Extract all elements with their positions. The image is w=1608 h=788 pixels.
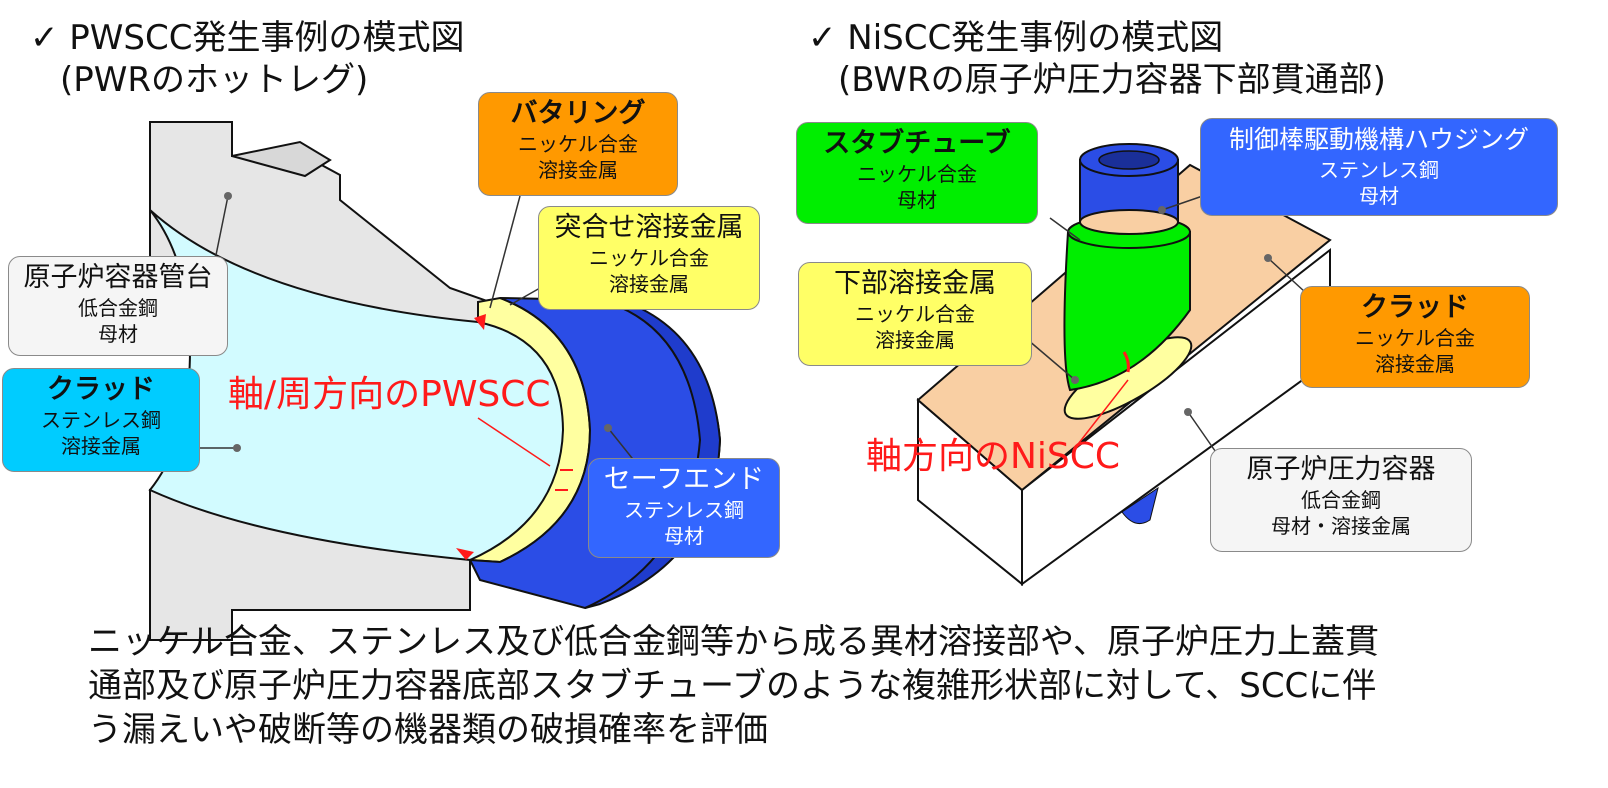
- label-crd-housing-heading: 制御棒駆動機構ハウジング: [1228, 125, 1529, 154]
- label-crd-housing-line2: 母材: [1359, 184, 1399, 208]
- label-buttering: バタリング ニッケル合金 溶接金属: [478, 92, 678, 196]
- label-stub-tube-line1: ニッケル合金: [857, 162, 977, 186]
- label-buttering-heading: バタリング: [510, 98, 646, 129]
- label-nozzle-line2: 母材: [98, 322, 138, 346]
- label-nozzle: 原子炉容器管台 低合金鋼 母材: [8, 256, 228, 356]
- stub-tube: [1063, 231, 1191, 392]
- label-right-clad-heading: クラッド: [1361, 292, 1469, 323]
- right-crack-callout: 軸方向のNiSCC: [866, 436, 1121, 477]
- summary-line2: 通部及び原子炉圧力容器底部スタブチューブのような複雑形状部に対して、SCCに伴: [88, 666, 1377, 706]
- label-right-clad-line1: ニッケル合金: [1355, 326, 1475, 350]
- nozzle-upper-face: [231, 140, 332, 178]
- label-right-clad: クラッド ニッケル合金 溶接金属: [1300, 286, 1530, 388]
- label-lower-weld-line1: ニッケル合金: [855, 302, 975, 326]
- crd-housing-bore: [1098, 150, 1160, 170]
- label-butt-weld-line2: 溶接金属: [609, 272, 689, 296]
- label-crd-housing: 制御棒駆動機構ハウジング ステンレス鋼 母材: [1200, 118, 1558, 216]
- label-nozzle-line1: 低合金鋼: [78, 296, 158, 320]
- right-title-line1: ✓ NiSCC発生事例の模式図: [808, 18, 1224, 58]
- label-butt-weld-line1: ニッケル合金: [589, 246, 709, 270]
- label-left-clad: クラッド ステンレス鋼 溶接金属: [2, 368, 200, 472]
- left-title-line2: (PWRのホットレグ): [60, 60, 369, 100]
- crd-housing-peach-ring: [1079, 209, 1179, 235]
- summary-line3: う漏えいや破断等の機器類の破損確率を評価: [88, 710, 768, 750]
- label-lower-weld-heading: 下部溶接金属: [834, 268, 996, 299]
- left-crack-callout: 軸/周方向のPWSCC: [228, 374, 551, 415]
- label-stub-tube-heading: スタブチューブ: [823, 128, 1011, 159]
- crack-mark-lower: [456, 548, 474, 560]
- label-safe-end-line1: ステンレス鋼: [624, 498, 744, 522]
- label-right-clad-line2: 溶接金属: [1375, 352, 1455, 376]
- label-buttering-line1: ニッケル合金: [518, 132, 638, 156]
- label-left-clad-line2: 溶接金属: [61, 434, 141, 458]
- crack-mark-ring: [555, 469, 573, 491]
- label-left-clad-heading: クラッド: [47, 374, 155, 405]
- label-lower-weld-line2: 溶接金属: [875, 328, 955, 352]
- label-left-clad-line1: ステンレス鋼: [41, 408, 161, 432]
- label-rpv-heading: 原子炉圧力容器: [1246, 454, 1436, 485]
- left-leader-lines: [200, 195, 641, 469]
- left-title-line1: ✓ PWSCC発生事例の模式図: [30, 18, 465, 58]
- label-rpv-line1: 低合金鋼: [1301, 488, 1381, 512]
- summary-line1: ニッケル合金、ステンレス及び低合金鋼等から成る異材溶接部や、原子炉圧力上蓋貫: [88, 622, 1379, 662]
- label-lower-weld: 下部溶接金属 ニッケル合金 溶接金属: [798, 262, 1032, 366]
- label-butt-weld: 突合せ溶接金属 ニッケル合金 溶接金属: [538, 206, 760, 310]
- label-buttering-line2: 溶接金属: [538, 158, 618, 182]
- label-rpv: 原子炉圧力容器 低合金鋼 母材・溶接金属: [1210, 448, 1472, 552]
- bwr-penetration-diagram: [916, 143, 1332, 587]
- label-butt-weld-heading: 突合せ溶接金属: [554, 212, 744, 243]
- right-leader-dots: [1071, 206, 1272, 416]
- crack-mark-upper: [474, 314, 486, 330]
- label-nozzle-heading: 原子炉容器管台: [23, 262, 213, 293]
- label-safe-end-heading: セーフエンド: [603, 464, 765, 495]
- right-title-line2: (BWRの原子炉圧力容器下部貫通部): [838, 60, 1386, 100]
- label-stub-tube: スタブチューブ ニッケル合金 母材: [796, 122, 1038, 224]
- left-leader-dots: [224, 192, 612, 452]
- niscc-crack-mark: [1122, 351, 1130, 373]
- summary-text: ニッケル合金、ステンレス及び低合金鋼等から成る異材溶接部や、原子炉圧力上蓋貫 通…: [88, 620, 1528, 752]
- housing-bottom: [1121, 486, 1159, 525]
- label-crd-housing-line1: ステンレス鋼: [1319, 158, 1439, 182]
- label-safe-end: セーフエンド ステンレス鋼 母材: [588, 458, 780, 558]
- label-rpv-line2: 母材・溶接金属: [1271, 514, 1411, 538]
- label-stub-tube-line2: 母材: [897, 188, 937, 212]
- label-safe-end-line2: 母材: [664, 524, 704, 548]
